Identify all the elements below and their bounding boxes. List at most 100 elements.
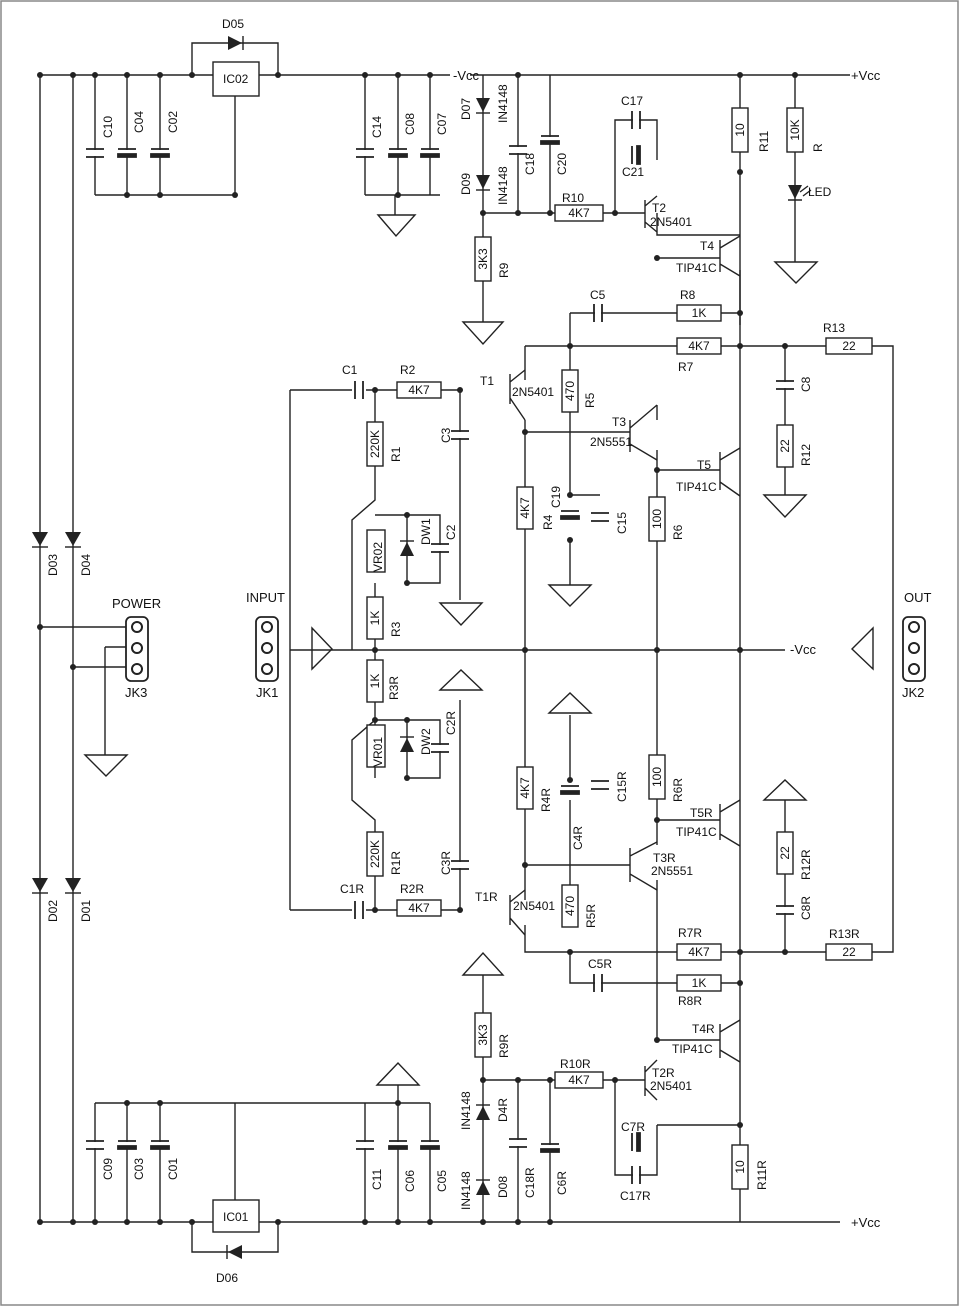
c15-capacitor <box>590 512 610 522</box>
label-led: LED <box>808 185 832 199</box>
label-c21: C21 <box>622 165 644 179</box>
label-c17: C17 <box>621 94 643 108</box>
ground-symbol <box>438 669 484 691</box>
label-r5: R5 <box>583 392 597 408</box>
r12-resistor-value: 22 <box>778 439 792 453</box>
r7r-resistor-value: 4K7 <box>688 945 710 959</box>
label-c3: C3 <box>439 427 453 443</box>
c09-capacitor <box>85 1140 105 1150</box>
label-r7: R7 <box>678 360 694 374</box>
r11r-resistor: 10 <box>731 1144 749 1190</box>
ground-symbol <box>438 602 484 627</box>
label-d4r: D4R <box>496 1098 510 1122</box>
label-d06: D06 <box>216 1271 238 1285</box>
components <box>32 36 926 1259</box>
label-r13: R13 <box>823 321 845 335</box>
label-t5-value: TIP41C <box>676 480 717 494</box>
label-t5r: T5R <box>690 806 713 820</box>
label-c08: C08 <box>403 113 417 135</box>
label-c07: C07 <box>435 113 449 135</box>
label-dw2: DW2 <box>419 728 433 755</box>
r-resistor: 10K <box>786 107 804 153</box>
label-t4r-value: TIP41C <box>672 1042 713 1056</box>
r4-resistor-value: 4K7 <box>518 497 532 519</box>
r13r-resistor: 22 <box>825 943 873 961</box>
dw2-zener <box>400 738 414 752</box>
c1r-capacitor <box>354 900 364 920</box>
junction-dots <box>37 72 798 1225</box>
vr01-trimmer <box>366 724 386 768</box>
r1-resistor: 220K <box>366 421 384 467</box>
label-c5r: C5R <box>588 957 612 971</box>
r13-resistor: 22 <box>825 337 873 355</box>
ground-symbol <box>547 692 593 714</box>
label-r4r: R4R <box>539 788 553 812</box>
t1r-transistor <box>509 889 526 936</box>
label-vr02: VR02 <box>371 542 385 572</box>
label-c19: C19 <box>549 486 563 508</box>
label-t3-value: 2N5551 <box>590 435 632 449</box>
t2-transistor <box>644 195 658 233</box>
label-r1r: R1R <box>389 851 403 875</box>
ground-symbol <box>375 1061 421 1086</box>
label-c11: C11 <box>370 1169 384 1190</box>
output-connector-ref: JK2 <box>902 685 924 700</box>
label-r8: R8 <box>680 288 696 302</box>
label-c15: C15 <box>615 512 629 534</box>
r9-resistor-value: 3K3 <box>476 248 490 270</box>
jk3-connector <box>125 616 149 682</box>
r5-resistor: 470 <box>561 369 579 413</box>
label-c2r: C2R <box>444 711 458 735</box>
label-d07-value: IN4148 <box>496 84 510 123</box>
label-c01: C01 <box>166 1158 180 1180</box>
r7-resistor-value: 4K7 <box>688 339 710 353</box>
component-labels-rotated: C10 C04 C02 C14 C08 C07 D07 IN4148 D09 I… <box>46 84 825 1210</box>
label-c4r: C4R <box>571 826 585 850</box>
label-c5: C5 <box>590 288 606 302</box>
label-t4r: T4R <box>692 1022 715 1036</box>
label-d04: D04 <box>79 554 93 576</box>
label-t1-value: 2N5401 <box>512 385 554 399</box>
ground-symbol <box>376 214 417 238</box>
label-r5r: R5R <box>584 904 598 928</box>
d06-diode <box>228 1245 242 1259</box>
c05-capacitor <box>420 1140 440 1150</box>
label-t1r-value: 2N5401 <box>513 899 555 913</box>
d07-diode <box>476 98 490 112</box>
ground-symbol <box>461 951 505 976</box>
c04-capacitor <box>117 148 137 158</box>
label-c05: C05 <box>435 1170 449 1192</box>
label-c2: C2 <box>444 524 458 540</box>
r5r-resistor: 470 <box>561 884 579 928</box>
input-signal-arrow <box>311 626 333 671</box>
r5-resistor-value: 470 <box>563 381 577 401</box>
t1-transistor <box>509 369 526 421</box>
label-ic02: IC02 <box>223 72 249 86</box>
label-t2-value: 2N5401 <box>650 215 692 229</box>
label-r: R <box>811 143 825 152</box>
r6-resistor: 100 <box>648 496 666 542</box>
rail-labels: -Vcc +Vcc -Vcc +Vcc <box>453 68 881 1230</box>
ic01-block <box>212 1199 260 1233</box>
r7-resistor: 4K7 <box>676 337 722 355</box>
d03-diode <box>32 532 48 546</box>
label-d02: D02 <box>46 900 60 922</box>
c3r-capacitor <box>450 860 470 870</box>
label-r2r: R2R <box>400 882 424 896</box>
rail-mid-neg-label: -Vcc <box>790 642 817 657</box>
c5-capacitor <box>593 303 603 323</box>
label-t4-value: TIP41C <box>676 261 717 275</box>
r8r-resistor-value: 1K <box>692 976 707 990</box>
label-r10r: R10R <box>560 1057 591 1071</box>
c01-capacitor <box>150 1140 170 1150</box>
c6r-capacitor <box>540 1143 560 1153</box>
c21-capacitor <box>631 145 641 165</box>
label-d09: D09 <box>459 173 473 195</box>
d05-diode <box>228 36 242 50</box>
ground-symbol <box>547 584 593 607</box>
rail-top-neg-label: -Vcc <box>453 68 480 83</box>
r8-resistor: 1K <box>676 304 722 322</box>
capacitors <box>85 110 795 1185</box>
d02-diode <box>32 878 48 892</box>
label-t3r-value: 2N5551 <box>651 864 693 878</box>
